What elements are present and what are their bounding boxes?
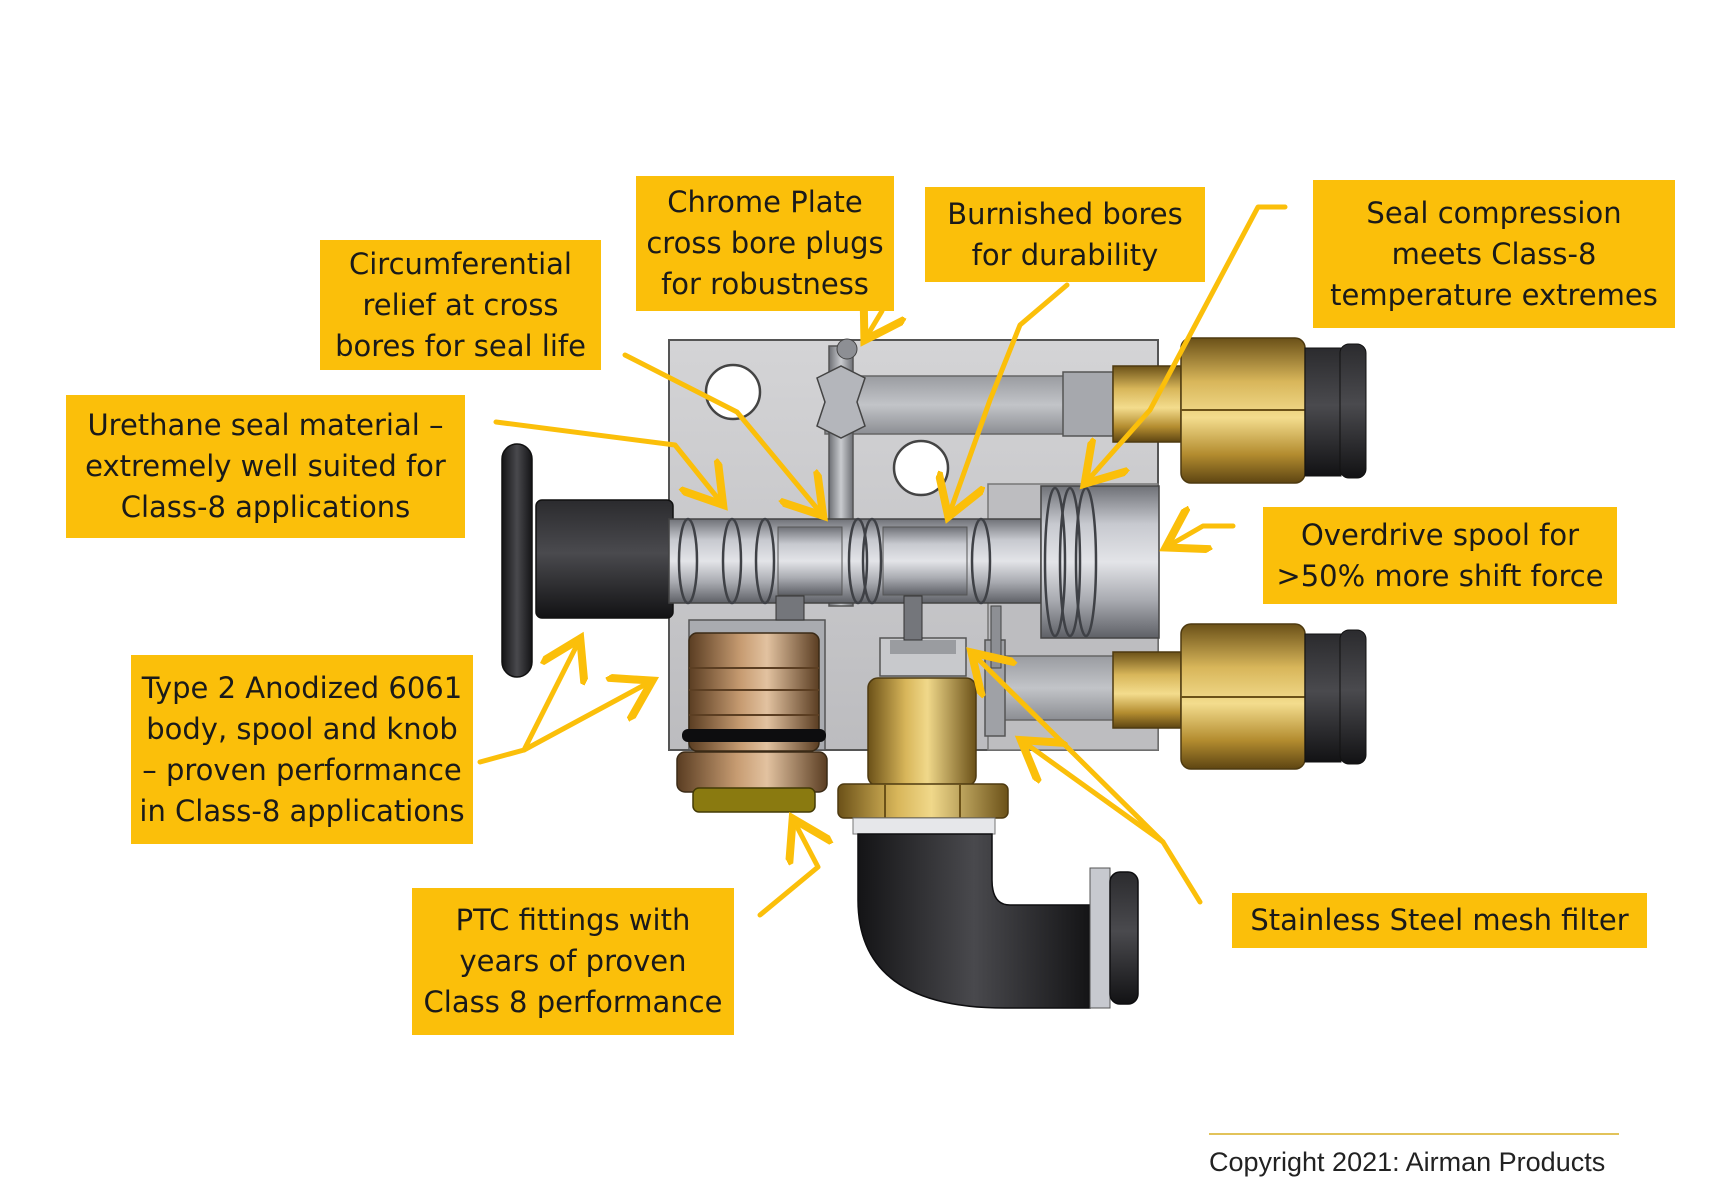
arrow-urethane: [493, 419, 720, 501]
callout-line: extremely well suited for: [85, 449, 446, 483]
callout-line: bores for seal life: [335, 328, 586, 363]
arrow-anodized-2: [521, 683, 648, 753]
ptc-fitting-bottom: [1112, 623, 1367, 770]
callout-line: for durability: [971, 237, 1159, 272]
callout-line: Stainless Steel mesh filter: [1250, 903, 1629, 937]
callout-stainless: Stainless Steel mesh filter: [1232, 893, 1647, 948]
callout-circumferential: Circumferential relief at cross bores fo…: [320, 240, 601, 370]
callout-chrome-plate: Chrome Plate cross bore plugs for robust…: [636, 176, 894, 311]
callout-line: body, spool and knob: [146, 711, 458, 746]
callout-line: Burnished bores: [947, 196, 1183, 231]
callout-line: Seal compression: [1366, 195, 1622, 230]
callout-seal-compression: Seal compression meets Class-8 temperatu…: [1313, 180, 1675, 328]
leader-arrows: [477, 204, 1288, 918]
filter-fitting: [837, 595, 1009, 835]
callout-line: relief at cross: [362, 287, 559, 322]
arrow-seal-compression: [1088, 204, 1288, 480]
ptc-fitting-top: [1112, 337, 1367, 484]
callout-line: temperature extremes: [1330, 277, 1658, 312]
callout-line: Class-8 applications: [120, 490, 411, 524]
callout-line: years of proven: [459, 944, 687, 978]
arrow-circumferential: [622, 352, 820, 512]
arrow-overdrive: [1170, 526, 1236, 545]
callout-line: PTC fittings with: [455, 903, 691, 937]
callout-line: Type 2 Anodized 6061: [141, 670, 463, 705]
callout-line: Chrome Plate: [667, 185, 863, 219]
callout-urethane: Urethane seal material – extremely well …: [66, 395, 465, 538]
callout-burnished: Burnished bores for durability: [925, 187, 1205, 282]
callout-line: cross bore plugs: [646, 226, 884, 260]
callout-line: Circumferential: [349, 246, 572, 281]
callout-ptc: PTC fittings with years of proven Class …: [412, 888, 734, 1035]
bottom-left-fitting: [676, 595, 828, 813]
callout-line: meets Class-8: [1391, 236, 1597, 271]
arrow-stainless-2: [1025, 743, 1166, 845]
elbow-fitting: [857, 833, 1139, 1009]
arrow-burnished: [950, 282, 1070, 512]
callout-line: Overdrive spool for: [1300, 517, 1579, 552]
callout-line: Class 8 performance: [423, 985, 723, 1019]
spool: [668, 485, 1160, 669]
callout-anodized: Type 2 Anodized 6061 body, spool and kno…: [131, 655, 473, 844]
callout-line: – proven performance: [142, 752, 462, 787]
callout-line: for robustness: [661, 267, 869, 301]
copyright-text: Copyright 2021: Airman Products: [1209, 1147, 1606, 1177]
knob: [501, 443, 674, 678]
copyright-divider: [1209, 1133, 1619, 1135]
callout-line: in Class-8 applications: [139, 793, 465, 828]
callout-line: Urethane seal material –: [87, 408, 444, 442]
arrow-ptc: [757, 823, 818, 918]
arrow-chrome-plate: [867, 311, 882, 336]
callout-overdrive: Overdrive spool for >50% more shift forc…: [1263, 507, 1617, 604]
callout-line: >50% more shift force: [1276, 558, 1604, 593]
